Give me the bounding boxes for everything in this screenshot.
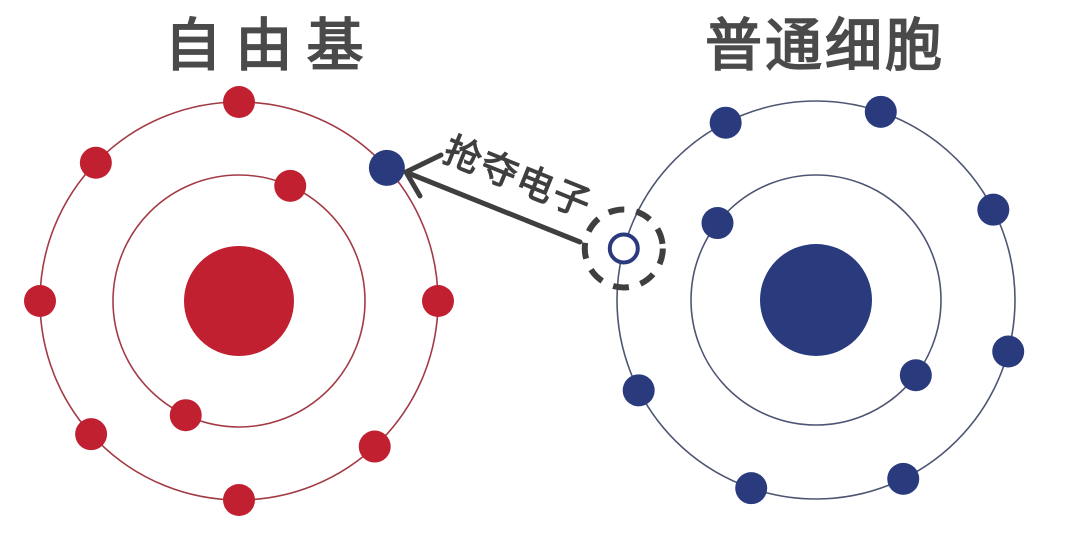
right-atom-title: 普通细胞: [705, 14, 945, 78]
normal-cell-electron: [864, 95, 897, 128]
normal-cell-electron: [622, 374, 655, 407]
electron-capture-arrow: 抢夺电子: [403, 129, 598, 245]
free-radical-electron: [75, 418, 108, 451]
free-radical-electron: [274, 169, 307, 202]
normal-cell-inner-orbit: [690, 174, 942, 426]
normal-cell-electron: [977, 193, 1010, 226]
free-radical-electron: [24, 285, 56, 317]
free-radical-electron: [422, 285, 454, 317]
normal-cell-electron: [735, 472, 768, 505]
arrow-head: [403, 152, 444, 199]
normal-cell-nucleus: [760, 244, 872, 356]
free-radical-electron: [358, 430, 391, 463]
free-radical-nucleus: [184, 246, 294, 356]
captured-electron: [368, 149, 405, 186]
arrow-label: 抢夺电子: [438, 129, 598, 225]
normal-cell-electron: [709, 106, 742, 139]
free-radical-atom: [24, 86, 454, 516]
normal-cell-electron: [992, 335, 1025, 368]
free-radical-electron: [223, 484, 255, 516]
electron-vacancy-dashed-ring: [581, 206, 666, 291]
normal-cell-electron: [887, 462, 920, 495]
normal-cell-electron: [701, 207, 734, 240]
normal-cell-outer-orbit: [616, 100, 1016, 500]
free-radical-inner-orbit: [112, 174, 366, 428]
arrow-shaft-line: [405, 170, 583, 245]
electron-vacancy-hollow-electron: [607, 232, 640, 265]
normal-cell-atom: [581, 95, 1025, 505]
normal-cell-electron: [899, 359, 932, 392]
left-atom-title: 自由基: [164, 14, 378, 78]
free-radical-electron: [79, 146, 112, 179]
free-radical-electron: [223, 86, 255, 118]
free-radical-electron: [169, 399, 202, 432]
